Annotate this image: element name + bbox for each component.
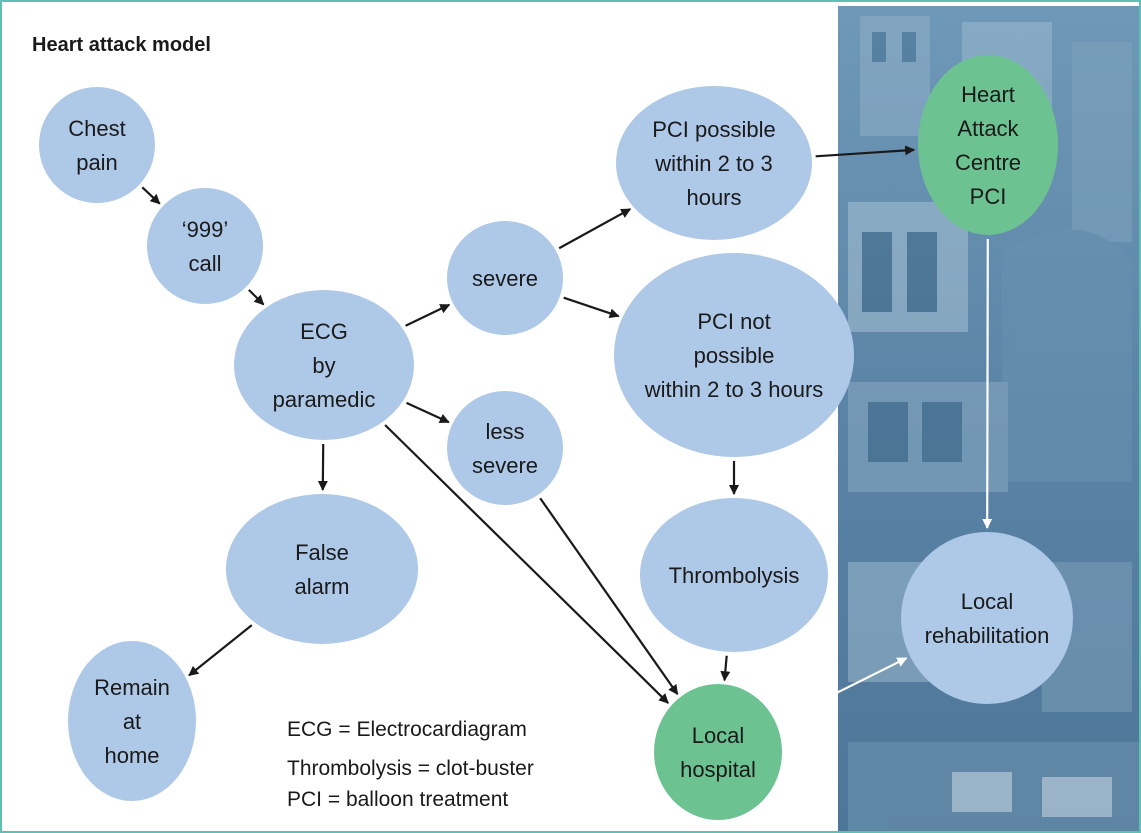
node-shape-severe xyxy=(447,221,563,335)
node-label-local-hospital-1: Local xyxy=(692,723,745,748)
arrow-local-hospital-to-local-rehab xyxy=(779,657,908,723)
node-label-thrombolysis-1: Thrombolysis xyxy=(669,563,800,588)
node-shape-false-alarm xyxy=(226,494,418,644)
node-shape-chest-pain xyxy=(39,87,155,203)
node-label-ecg-2: by xyxy=(312,353,335,378)
key-ecg: ECG = Electrocardiagram xyxy=(287,718,527,741)
node-label-heart-attack-centre-4: PCI xyxy=(970,184,1007,209)
node-label-heart-attack-centre-3: Centre xyxy=(955,150,1021,175)
node-local-hospital: Local hospital xyxy=(654,684,782,820)
arrow-severe-to-pci-not-possible xyxy=(563,296,620,319)
arrow-less-severe-to-local-hospital xyxy=(539,497,679,695)
node-label-ecg-1: ECG xyxy=(300,319,348,344)
node-label-call-999-1: ‘999’ xyxy=(182,217,228,242)
node-label-pci-possible-1: PCI possible xyxy=(652,117,776,142)
node-pci-possible: PCI possible within 2 to 3 hours xyxy=(616,86,812,240)
node-label-heart-attack-centre-1: Heart xyxy=(961,82,1015,107)
arrow-heart-attack-centre-to-local-rehab xyxy=(982,238,993,530)
node-label-local-hospital-2: hospital xyxy=(680,757,756,782)
node-remain-home: Remain at home xyxy=(68,641,196,801)
node-severe: severe xyxy=(447,221,563,335)
arrow-ecg-to-severe xyxy=(405,303,451,327)
node-label-pci-possible-3: hours xyxy=(686,185,741,210)
arrow-false-alarm-to-remain-home xyxy=(188,624,253,677)
node-label-severe-1: severe xyxy=(472,266,538,291)
node-less-severe: less severe xyxy=(447,391,563,505)
diagram-title: Heart attack model xyxy=(32,34,211,56)
node-label-chest-pain-1: Chest xyxy=(68,116,125,141)
node-label-remain-home-1: Remain xyxy=(94,675,170,700)
node-call-999: ‘999’ call xyxy=(147,188,263,304)
node-pci-not-possible: PCI not possible within 2 to 3 hours xyxy=(614,253,854,457)
arrow-call-999-to-ecg xyxy=(248,289,265,306)
node-label-less-severe-2: severe xyxy=(472,453,538,478)
node-label-heart-attack-centre-2: Attack xyxy=(957,116,1019,141)
node-label-pci-possible-2: within 2 to 3 xyxy=(654,151,772,176)
key-thrombolysis: Thrombolysis = clot-buster xyxy=(287,757,534,780)
node-shape-remain-home xyxy=(68,641,196,801)
node-label-local-rehab-2: rehabilitation xyxy=(925,623,1050,648)
node-label-less-severe-1: less xyxy=(485,419,524,444)
edges-layer xyxy=(141,145,993,723)
node-label-pci-not-possible-3: within 2 to 3 hours xyxy=(644,377,824,402)
node-label-remain-home-3: home xyxy=(104,743,159,768)
node-local-rehab: Local rehabilitation xyxy=(901,532,1073,704)
node-shape-call-999 xyxy=(147,188,263,304)
arrow-pci-possible-to-heart-attack-centre xyxy=(815,145,916,158)
node-shape-local-hospital xyxy=(654,684,782,820)
nodes-layer: Chestpain‘999’callECGbyparamedicseverele… xyxy=(39,55,1073,820)
node-label-local-rehab-1: Local xyxy=(961,589,1014,614)
arrow-ecg-to-local-hospital xyxy=(384,424,669,704)
arrow-severe-to-pci-possible xyxy=(558,208,632,250)
arrow-chest-pain-to-call-999 xyxy=(141,186,161,205)
node-thrombolysis: Thrombolysis xyxy=(640,498,828,652)
node-chest-pain: Chest pain xyxy=(39,87,155,203)
arrow-thrombolysis-to-local-hospital xyxy=(720,655,731,682)
arrow-ecg-to-less-severe xyxy=(406,401,450,424)
abbreviation-key: ECG = Electrocardiagram Thrombolysis = c… xyxy=(287,718,534,811)
node-label-remain-home-2: at xyxy=(123,709,141,734)
node-label-chest-pain-2: pain xyxy=(76,150,118,175)
node-label-call-999-2: call xyxy=(188,251,221,276)
node-shape-heart-attack-centre xyxy=(918,55,1058,235)
node-false-alarm: False alarm xyxy=(226,494,418,644)
node-label-false-alarm-1: False xyxy=(295,540,349,565)
node-shape-pci-possible xyxy=(616,86,812,240)
node-label-pci-not-possible-1: PCI not xyxy=(697,309,770,334)
key-pci: PCI = balloon treatment xyxy=(287,788,508,811)
node-shape-local-rehab xyxy=(901,532,1073,704)
node-shape-pci-not-possible xyxy=(614,253,854,457)
node-shape-less-severe xyxy=(447,391,563,505)
node-shape-thrombolysis xyxy=(640,498,828,652)
node-label-false-alarm-2: alarm xyxy=(294,574,349,599)
node-label-pci-not-possible-2: possible xyxy=(694,343,775,368)
node-label-ecg-3: paramedic xyxy=(273,387,376,412)
node-ecg: ECG by paramedic xyxy=(234,290,414,440)
node-shape-ecg xyxy=(234,290,414,440)
